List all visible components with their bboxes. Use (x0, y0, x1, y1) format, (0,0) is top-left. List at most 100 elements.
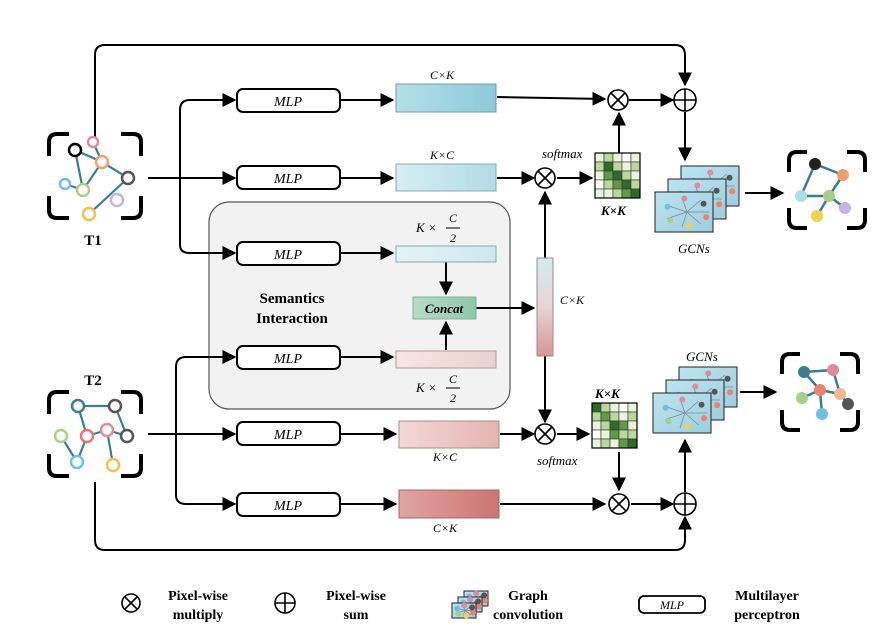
attention-cell (630, 170, 641, 181)
attention-cell (618, 429, 629, 440)
attention-cell (621, 152, 632, 163)
attention-cell (600, 420, 611, 431)
gcn-node (701, 415, 708, 422)
concat-block: Concat (412, 296, 477, 320)
attention-cell (621, 161, 632, 172)
legend-mlp-line2: perceptron (734, 608, 800, 623)
dim-t2-bot: C×K (433, 521, 458, 535)
gcns-t2-label: GCNs (686, 349, 718, 364)
svg-text:MLP: MLP (273, 248, 302, 263)
gcn-node (726, 174, 733, 181)
gcn-stack-t2 (652, 366, 738, 434)
gcn-node (679, 396, 686, 403)
attention-cell (627, 411, 638, 422)
legend-multiply-line1: Pixel-wise (168, 589, 228, 604)
legend-sum-line1: Pixel-wise (326, 589, 386, 604)
multiply-icon-t2-bot (608, 493, 630, 515)
sum-icon-t1 (673, 88, 697, 112)
gcn-node (716, 201, 723, 208)
legend-multiply-icon (121, 593, 141, 613)
legend-sum-line2: sum (344, 608, 369, 623)
dim-attn-t1: K×K (600, 203, 627, 218)
gcn-node (470, 609, 477, 616)
attention-cell (594, 152, 605, 163)
gcn-node (700, 200, 707, 207)
gcn-node (467, 596, 474, 603)
attention-cell (600, 429, 611, 440)
attention-cell (630, 188, 641, 199)
attention-cell (591, 438, 602, 449)
attention-cell (621, 188, 632, 199)
attention-cell (630, 161, 641, 172)
dim-sem-top-k: K × (415, 220, 437, 235)
gcn-node (461, 602, 468, 609)
dim-sem-bottom-k: K × (415, 380, 437, 395)
attention-cell (618, 420, 629, 431)
gcn-node (664, 203, 671, 210)
gcn-node (703, 214, 710, 221)
multiply-icon-t2-softmax (534, 423, 556, 445)
attention-cell (594, 170, 605, 181)
mlp-box-t2-bot: MLP (236, 492, 341, 517)
t1-connectors (94, 44, 785, 260)
svg-text:MLP: MLP (273, 499, 302, 514)
attention-cell (609, 420, 620, 431)
gcn-node (455, 610, 462, 617)
gcn-node (729, 188, 736, 195)
dim-t2-mid: K×C (432, 450, 458, 464)
semantics-connectors (340, 190, 552, 424)
gcn-node (694, 182, 701, 189)
mlp-blocks: MLP MLP MLP MLP MLP MLP (236, 88, 341, 517)
mlp-box-t1-top: MLP (236, 88, 341, 113)
attention-matrix-t1 (594, 152, 641, 199)
attention-cell (591, 411, 602, 422)
legend-mlp-line1: Multilayer (735, 589, 799, 604)
softmax-t2-label: softmax (537, 453, 578, 468)
attention-cell (594, 188, 605, 199)
attention-cell (594, 179, 605, 190)
feature-t1-top (395, 83, 497, 113)
gcn-node (684, 423, 691, 430)
feature-sem-bottom (395, 350, 497, 369)
gcn-node (662, 404, 669, 411)
gcn-node (482, 597, 489, 604)
attention-cell (627, 402, 638, 413)
semantics-title-line1: Semantics (260, 291, 325, 307)
gcn-node (698, 401, 705, 408)
gcn-node (481, 592, 488, 599)
semantics-title-line2: Interaction (256, 311, 328, 327)
graph-input-t1 (47, 132, 143, 222)
attention-cell (627, 420, 638, 431)
dim-concat-out: C×K (560, 293, 585, 307)
svg-text:MLP: MLP (273, 428, 302, 443)
attention-cell (618, 438, 629, 449)
mlp-box-t2-mid: MLP (236, 421, 341, 446)
dim-sem-top-c: C (449, 211, 458, 225)
attention-cell (591, 402, 602, 413)
attention-cell (603, 152, 614, 163)
legend-graph-conv-icon (451, 590, 489, 619)
gcn-node (692, 383, 699, 390)
attention-cell (591, 420, 602, 431)
gcn-panel (451, 602, 477, 619)
attention-cell (612, 179, 623, 190)
gcn-node (463, 612, 470, 619)
gcn-node (469, 604, 476, 611)
legend-mlp-box: MLP (638, 595, 706, 614)
attention-cell (603, 161, 614, 172)
feature-t2-bot (398, 489, 500, 519)
attention-cell (630, 152, 641, 163)
attention-cell (600, 438, 611, 449)
gcns-t1-label: GCNs (678, 241, 710, 256)
gcn-node (667, 217, 674, 224)
gcn-node (711, 388, 718, 395)
mlp-box-t1-sem: MLP (236, 241, 341, 266)
attention-matrix-t2 (591, 402, 638, 449)
attention-cell (603, 188, 614, 199)
gcn-node (454, 605, 461, 612)
graph-input-t2 (47, 390, 143, 478)
attention-cell (603, 179, 614, 190)
gcn-node (473, 590, 480, 597)
gcn-stack-t1 (654, 165, 740, 233)
